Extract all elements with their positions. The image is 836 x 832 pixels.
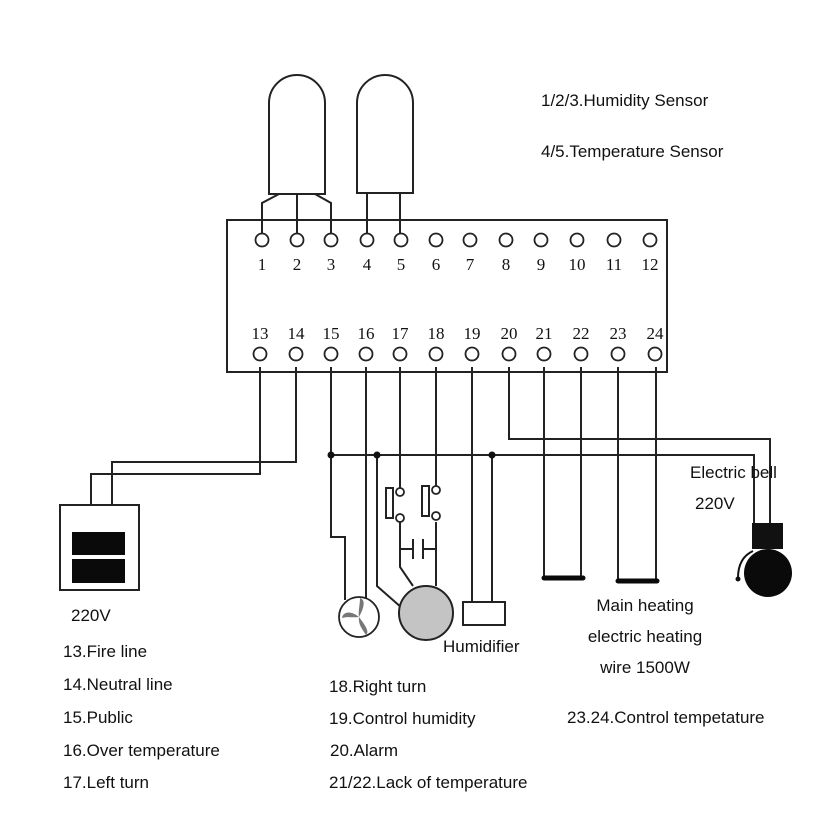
terminal-number-15: 15 [323,324,340,343]
socket-slot-bottom [72,559,125,583]
legend-item-21-22: 21/22.Lack of temperature [329,773,528,792]
legend-item-23-24: 23.24.Control tempetature [567,708,765,727]
wire-17-left-turn-lower [399,522,414,587]
temperature-sensor-icon [356,74,414,194]
socket-slot-top [72,532,125,555]
humidifier-label: Humidifier [443,637,520,656]
terminal-number-20: 20 [501,324,518,343]
sensor-lead-3 [314,193,332,235]
junction-dot [488,451,496,459]
terminal-3 [323,232,339,248]
terminal-24 [647,346,663,362]
fan-icon [338,596,380,638]
legend-item-19: 19.Control humidity [329,709,476,728]
wire-20-alarm [508,367,771,523]
terminal-6 [428,232,444,248]
electric-bell-icon [735,523,792,597]
legend-item-14: 14.Neutral line [63,675,173,694]
terminal-7 [462,232,478,248]
terminal-1 [254,232,270,248]
terminal-9 [533,232,549,248]
terminal-number-23: 23 [610,324,627,343]
wire-14-neutral [111,367,297,505]
switch-contact [395,513,405,523]
terminal-number-9: 9 [537,255,546,274]
legend-item-17: 17.Left turn [63,773,150,792]
power-label: 220V [71,606,111,625]
wire-13-fire [90,367,261,505]
heater-label-line3: wire 1500W [600,658,690,677]
terminal-number-5: 5 [397,255,406,274]
terminal-11 [606,232,622,248]
bell-voltage-label: 220V [695,494,735,513]
terminal-number-4: 4 [363,255,372,274]
terminal-number-14: 14 [288,324,306,343]
relay-coil-left [385,487,394,519]
capacitor-icon [400,539,436,559]
terminal-number-8: 8 [502,255,511,274]
terminal-5 [393,232,409,248]
terminal-13 [252,346,268,362]
terminal-number-1: 1 [258,255,267,274]
humidifier-icon [462,601,506,626]
legend-item-20: 20.Alarm [330,741,399,760]
humidity-sensor-icon [268,74,326,195]
wire-15-public [330,367,346,600]
heater-label-line2: electric heating [587,627,703,646]
terminal-20 [501,346,517,362]
terminal-number-16: 16 [358,324,375,343]
terminal-15 [323,346,339,362]
legend-item-15: 15.Public [63,708,133,727]
terminal-number-10: 10 [569,255,586,274]
terminal-number-22: 22 [573,324,590,343]
terminal-4 [359,232,375,248]
terminal-number-2: 2 [293,255,302,274]
terminal-number-19: 19 [464,324,481,343]
sensor-lead-1 [261,193,280,235]
junction-dot [373,451,381,459]
switch-contact [431,485,441,495]
terminal-23 [610,346,626,362]
terminal-number-18: 18 [428,324,445,343]
terminal-14 [288,346,304,362]
terminal-number-12: 12 [642,255,659,274]
heater-label-line1: Main heating [596,596,694,615]
terminal-19 [464,346,480,362]
terminal-17 [392,346,408,362]
legend-temperature-sensor: 4/5.Temperature Sensor [541,142,724,161]
terminal-number-7: 7 [466,255,475,274]
terminal-16 [358,346,374,362]
terminal-2 [289,232,305,248]
terminal-number-13: 13 [252,324,269,343]
terminal-10 [569,232,585,248]
legend-item-18: 18.Right turn [329,677,427,696]
terminal-number-6: 6 [432,255,441,274]
legend-item-13: 13.Fire line [63,642,148,661]
motor-icon [398,585,454,641]
bell-label: Electric bell [690,463,777,482]
wire-motor-common [376,455,403,609]
terminal-12 [642,232,658,248]
terminal-8 [498,232,514,248]
terminal-number-3: 3 [327,255,336,274]
power-socket-icon [59,504,140,591]
terminal-22 [573,346,589,362]
terminal-number-11: 11 [606,255,622,274]
legend-item-16: 16.Over temperature [63,741,220,760]
terminal-number-24: 24 [647,324,665,343]
terminal-21 [536,346,552,362]
terminal-18 [428,346,444,362]
terminal-block [226,219,668,373]
junction-dot [327,451,335,459]
terminal-number-21: 21 [536,324,553,343]
relay-coil-right [421,485,430,517]
switch-contact [431,511,441,521]
switch-contact [395,487,405,497]
legend-humidity-sensor: 1/2/3.Humidity Sensor [541,91,709,110]
terminal-number-17: 17 [392,324,410,343]
